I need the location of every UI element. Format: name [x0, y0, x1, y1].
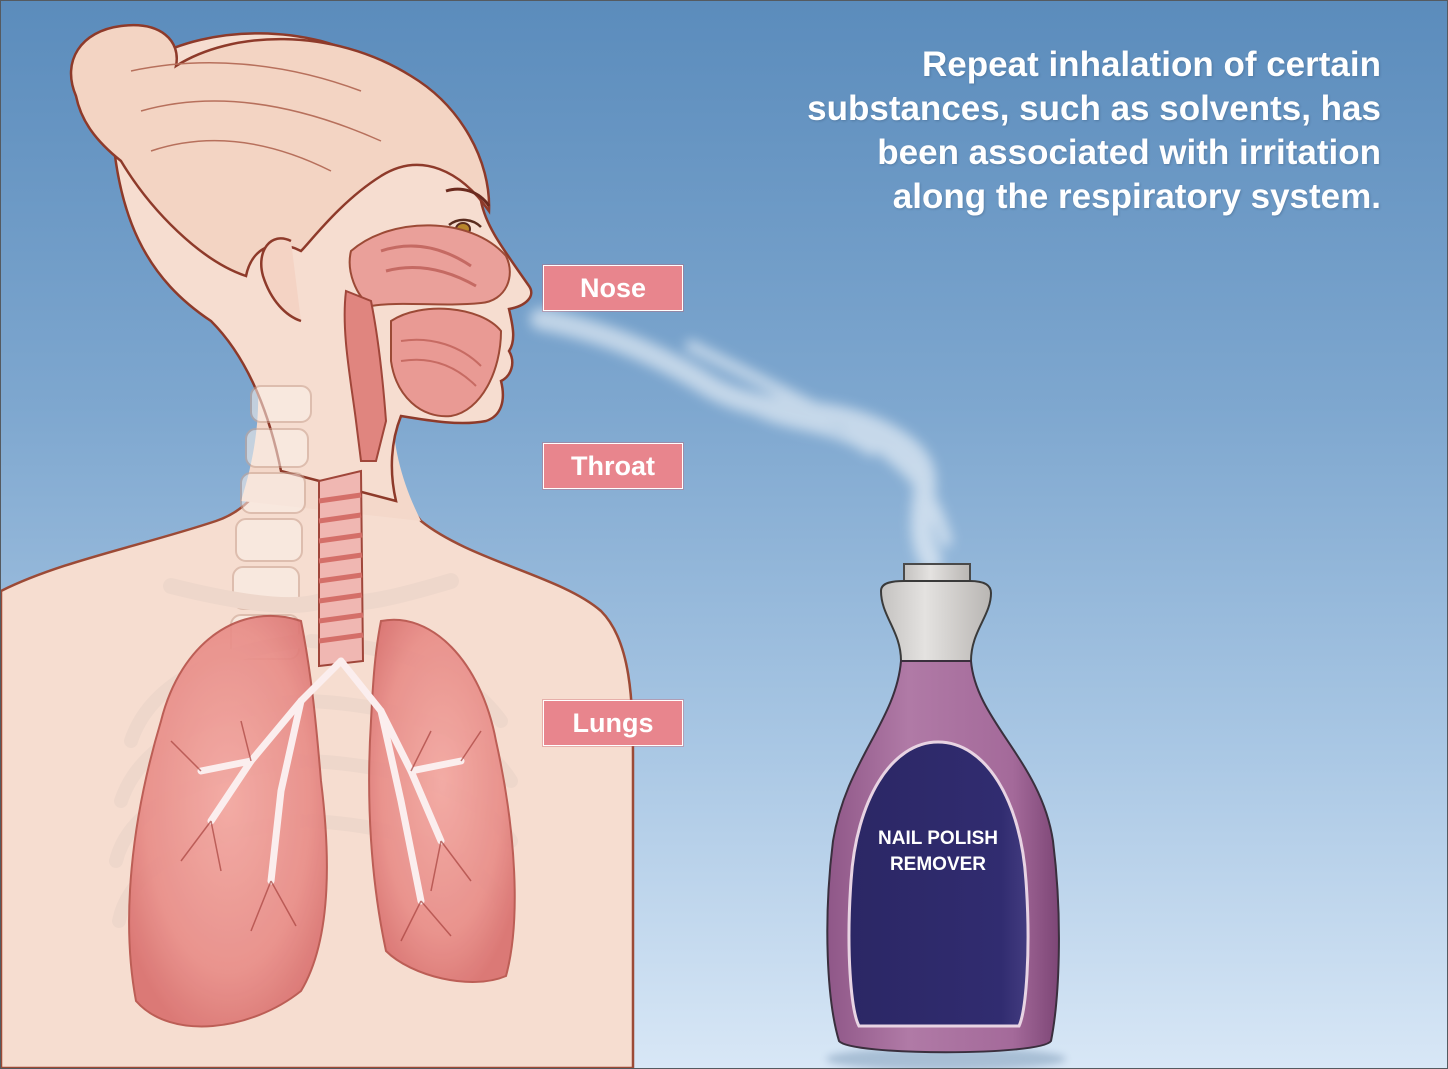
bottle-label-text: NAIL POLISH REMOVER: [859, 826, 1017, 878]
headline-line-3: been associated with irritation: [877, 133, 1381, 172]
throat-label: Throat: [543, 443, 683, 489]
headline-line-2: substances, such as solvents, has: [807, 89, 1381, 128]
vapor-plume: [541, 319, 946, 561]
headline-line-1: Repeat inhalation of certain: [922, 45, 1381, 84]
headline-line-4: along the respiratory system.: [893, 177, 1381, 216]
nail-polish-remover-bottle: [827, 564, 1059, 1052]
nose-label: Nose: [543, 265, 683, 311]
bottle-label-line-2: REMOVER: [890, 854, 986, 875]
lungs-label: Lungs: [543, 700, 683, 746]
headline: Repeat inhalation of certain substances,…: [741, 43, 1381, 219]
bottle-label-line-1: NAIL POLISH: [878, 828, 998, 849]
